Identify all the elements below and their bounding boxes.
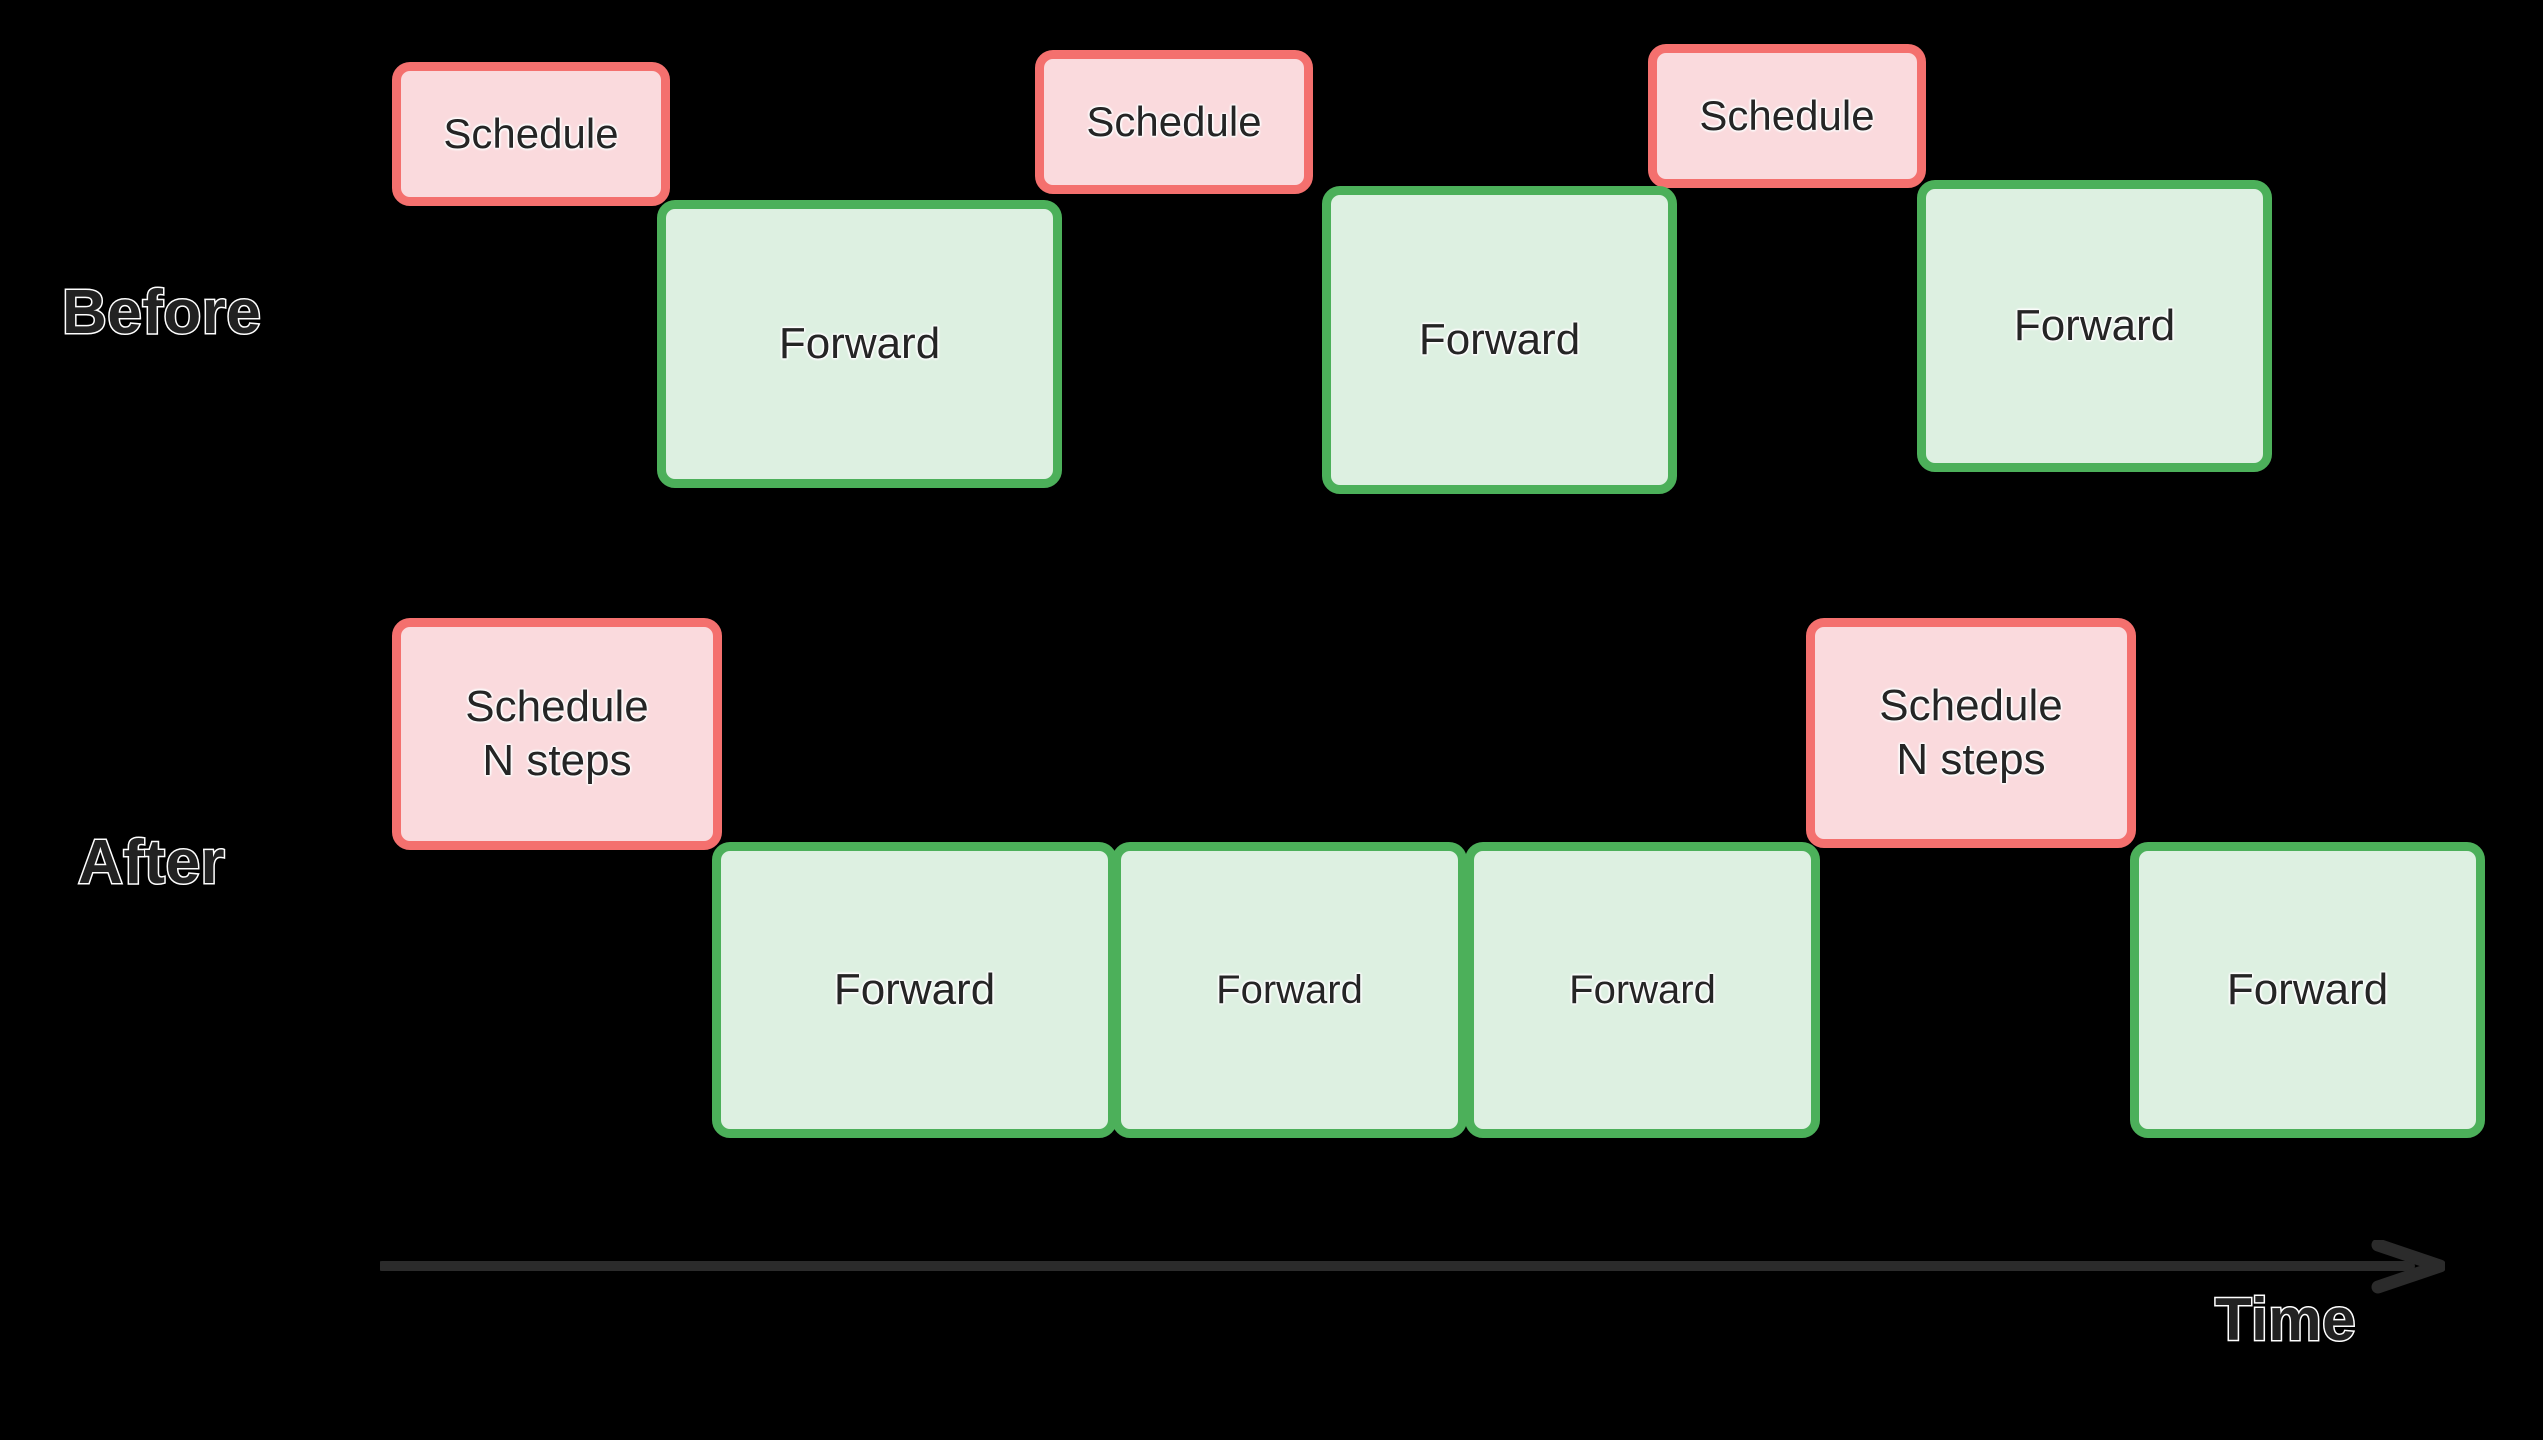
- block-label: Schedule: [1699, 92, 1875, 140]
- time-axis-arrow-icon: [380, 1240, 2445, 1294]
- after-forward-block-1[interactable]: Forward: [712, 842, 1117, 1138]
- after-forward-block-4[interactable]: Forward: [2130, 842, 2485, 1138]
- after-schedule-block-2[interactable]: Schedule N steps: [1806, 618, 2136, 848]
- after-forward-block-2[interactable]: Forward: [1112, 842, 1467, 1138]
- block-label: Schedule N steps: [1879, 681, 2063, 784]
- before-schedule-block-2[interactable]: Schedule: [1035, 50, 1313, 194]
- before-forward-block-2[interactable]: Forward: [1322, 186, 1677, 494]
- block-label: Schedule N steps: [465, 682, 649, 785]
- block-label: Forward: [778, 319, 941, 369]
- before-forward-block-3[interactable]: Forward: [1917, 180, 2272, 472]
- after-forward-block-3[interactable]: Forward: [1465, 842, 1820, 1138]
- row-label-before: Before: [60, 278, 262, 347]
- axis-label-time: Time: [2214, 1286, 2357, 1353]
- after-schedule-block-1[interactable]: Schedule N steps: [392, 618, 722, 850]
- block-label: Forward: [833, 965, 996, 1015]
- block-label: Forward: [1216, 967, 1363, 1012]
- before-schedule-block-1[interactable]: Schedule: [392, 62, 670, 206]
- block-label: Schedule: [1086, 98, 1262, 146]
- block-label: Forward: [2226, 965, 2389, 1015]
- row-label-after: After: [76, 828, 226, 897]
- before-schedule-block-3[interactable]: Schedule: [1648, 44, 1926, 188]
- block-label: Schedule: [443, 110, 619, 158]
- block-label: Forward: [1569, 967, 1716, 1012]
- block-label: Forward: [2013, 301, 2176, 351]
- block-label: Forward: [1418, 315, 1581, 365]
- before-forward-block-1[interactable]: Forward: [657, 200, 1062, 488]
